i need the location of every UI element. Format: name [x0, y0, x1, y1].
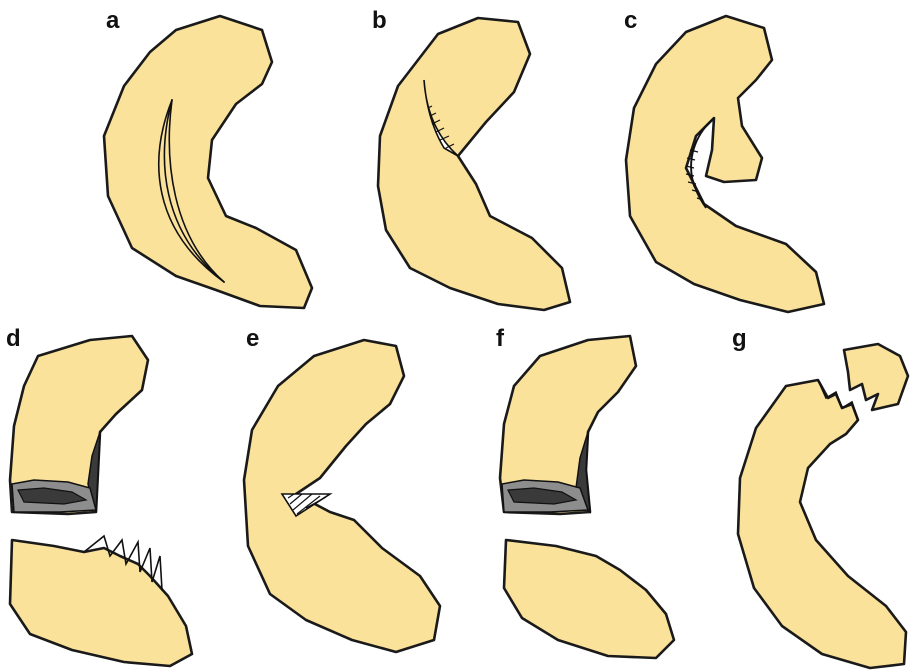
- panel-label-e: e: [246, 325, 259, 352]
- panel-label-c: c: [624, 7, 637, 34]
- panel-label-f: f: [496, 325, 505, 352]
- meniscus-shape-e: [244, 340, 440, 652]
- meniscus-shape-c: [626, 16, 824, 312]
- meniscus-body-g: [738, 380, 906, 668]
- panel-label-b: b: [372, 7, 387, 34]
- panel-c: c: [624, 7, 824, 312]
- panel-e: e: [244, 325, 440, 652]
- panel-g: g: [732, 325, 908, 668]
- panel-label-a: a: [106, 7, 120, 34]
- meniscus-fragment-g: [844, 344, 908, 410]
- panel-b: b: [372, 7, 570, 310]
- meniscus-lower-d: [10, 540, 192, 666]
- panel-f: f: [496, 325, 674, 658]
- panel-d: d: [6, 325, 192, 666]
- panel-label-d: d: [6, 325, 21, 352]
- panel-a: a: [104, 7, 312, 308]
- meniscus-shape-b: [378, 18, 570, 310]
- panel-label-g: g: [732, 325, 747, 352]
- meniscus-lower-f: [504, 540, 674, 658]
